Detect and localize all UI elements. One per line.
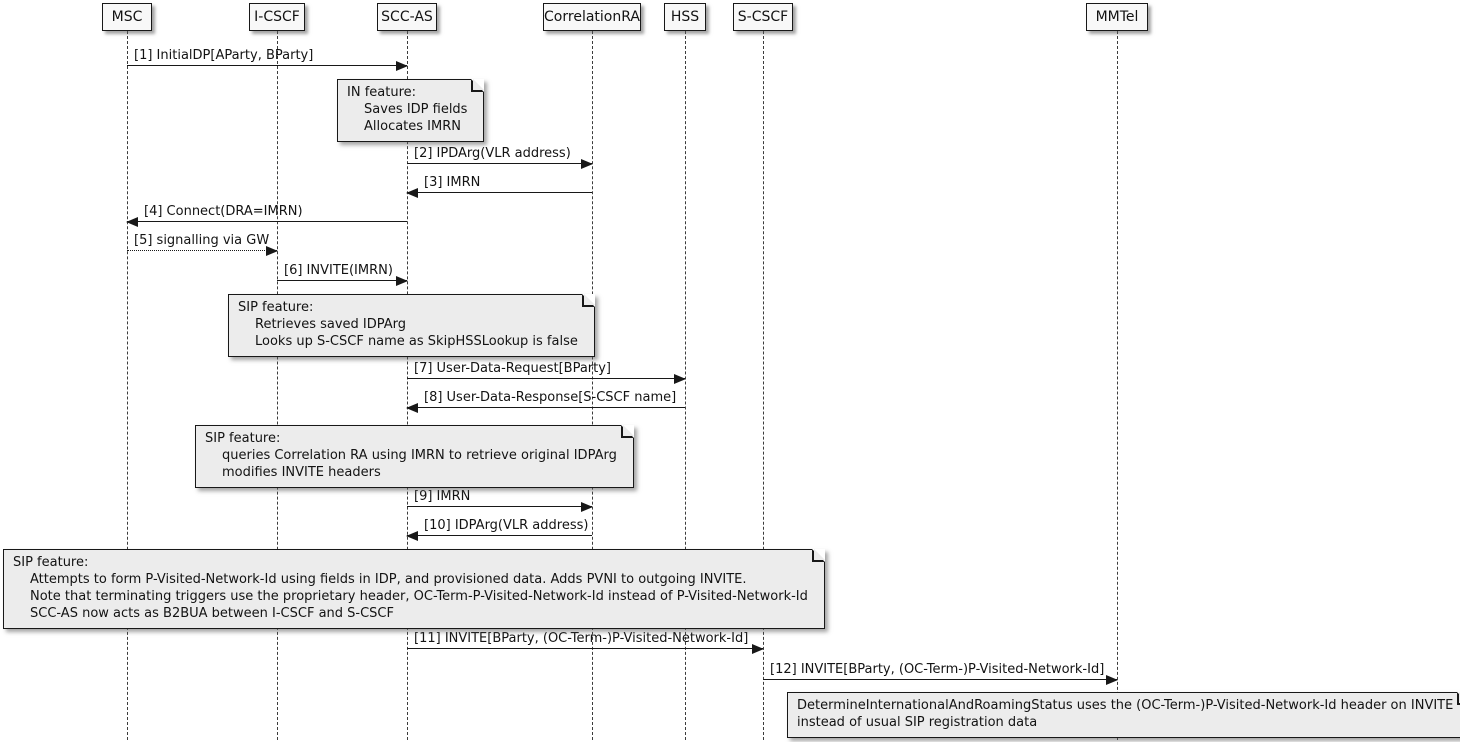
message-3-imrn: [3] IMRN xyxy=(406,172,592,198)
message-12-invite-mmtel: [12] INVITE[BParty, (OC-Term-)P-Visited-… xyxy=(763,659,1118,685)
message-label: [10] IDPArg(VLR address) xyxy=(424,518,589,533)
note-line: Allocates IMRN xyxy=(364,119,461,134)
arrowhead-right-icon xyxy=(674,373,686,384)
lifeline-msc xyxy=(127,31,128,740)
lifeline-s-cscf xyxy=(763,31,764,740)
lifeline-mmtel xyxy=(1117,31,1118,740)
lifeline-i-cscf xyxy=(277,31,278,740)
participant-label: MSC xyxy=(111,9,143,25)
lifeline-hss xyxy=(685,31,686,740)
message-7-user-data-request: [7] User-Data-Request[BParty] xyxy=(407,358,686,384)
message-label: [4] Connect(DRA=IMRN) xyxy=(144,204,303,219)
message-label: [2] IPDArg(VLR address) xyxy=(414,146,571,161)
message-label: [5] signalling via GW xyxy=(134,233,270,248)
arrowhead-right-icon xyxy=(396,275,408,286)
note-line: Attempts to form P-Visited-Network-Id us… xyxy=(30,572,747,587)
note-line: queries Correlation RA using IMRN to ret… xyxy=(222,448,617,463)
participant-label: MMTel xyxy=(1095,9,1139,25)
participant-scc-as: SCC-AS xyxy=(377,3,437,31)
arrowhead-right-icon xyxy=(581,158,593,169)
message-1-initialdp: [1] InitialDP[AParty, BParty] xyxy=(127,45,408,71)
message-8-user-data-response: [8] User-Data-Response[S-CSCF name] xyxy=(406,387,685,413)
message-label: [8] User-Data-Response[S-CSCF name] xyxy=(424,390,677,405)
participant-label: I-CSCF xyxy=(254,9,300,25)
participant-s-cscf: S-CSCF xyxy=(733,3,793,31)
lifeline-scc-as xyxy=(407,31,408,740)
participant-i-cscf: I-CSCF xyxy=(249,3,305,31)
arrowhead-right-icon xyxy=(266,245,278,256)
message-label: [9] IMRN xyxy=(414,489,471,504)
note-line: SIP feature: xyxy=(238,300,314,315)
note-line: Note that terminating triggers use the p… xyxy=(30,589,808,604)
message-6-invite: [6] INVITE(IMRN) xyxy=(277,260,408,286)
note-line: SIP feature: xyxy=(13,555,89,570)
note-line: DetermineInternationalAndRoamingStatus u… xyxy=(797,698,1454,713)
message-4-connect: [4] Connect(DRA=IMRN) xyxy=(126,201,407,227)
message-10-idparg: [10] IDPArg(VLR address) xyxy=(406,515,592,541)
message-5-signalling: [5] signalling via GW xyxy=(127,230,278,256)
note-determine-roaming-status: DetermineInternationalAndRoamingStatus u… xyxy=(787,692,1460,738)
arrowhead-left-icon xyxy=(406,187,418,198)
note-line: Looks up S-CSCF name as SkipHSSLookup is… xyxy=(255,334,578,349)
note-line: Saves IDP fields xyxy=(364,102,468,117)
message-label: [1] InitialDP[AParty, BParty] xyxy=(134,48,314,63)
note-sip-feature-pvni: SIP feature: Attempts to form P-Visited-… xyxy=(3,549,825,629)
arrowhead-left-icon xyxy=(126,216,138,227)
participant-mmtel: MMTel xyxy=(1086,3,1148,31)
message-label: [3] IMRN xyxy=(424,175,481,190)
message-label: [11] INVITE[BParty, (OC-Term-)P-Visited-… xyxy=(414,631,749,646)
message-2-ipdarg: [2] IPDArg(VLR address) xyxy=(407,143,593,169)
note-in-feature: IN feature: Saves IDP fields Allocates I… xyxy=(337,79,485,142)
message-label: [12] INVITE[BParty, (OC-Term-)P-Visited-… xyxy=(770,662,1105,677)
message-label: [7] User-Data-Request[BParty] xyxy=(414,361,611,376)
note-sip-feature-retrieves: SIP feature: Retrieves saved IDPArg Look… xyxy=(228,294,595,357)
note-sip-feature-queries: SIP feature: queries Correlation RA usin… xyxy=(195,425,634,488)
arrowhead-right-icon xyxy=(396,60,408,71)
note-line: SCC-AS now acts as B2BUA between I-CSCF … xyxy=(30,606,394,621)
arrowhead-left-icon xyxy=(406,530,418,541)
participant-label: CorrelationRA xyxy=(544,9,640,25)
note-line: Retrieves saved IDPArg xyxy=(255,317,407,332)
participant-label: S-CSCF xyxy=(737,9,789,25)
note-line: modifies INVITE headers xyxy=(222,465,381,480)
arrowhead-right-icon xyxy=(581,501,593,512)
arrowhead-right-icon xyxy=(752,643,764,654)
participant-msc: MSC xyxy=(102,3,152,31)
arrowhead-right-icon xyxy=(1106,674,1118,685)
participant-correlationra: CorrelationRA xyxy=(543,3,641,31)
note-line: instead of usual SIP registration data xyxy=(797,715,1038,730)
note-line: SIP feature: xyxy=(205,431,281,446)
arrowhead-left-icon xyxy=(406,402,418,413)
lifeline-correlationra xyxy=(592,31,593,740)
message-label: [6] INVITE(IMRN) xyxy=(284,263,393,278)
message-11-invite-scscf: [11] INVITE[BParty, (OC-Term-)P-Visited-… xyxy=(407,628,764,654)
participant-label: HSS xyxy=(670,9,700,25)
note-line: IN feature: xyxy=(347,85,417,100)
participant-label: SCC-AS xyxy=(381,9,433,25)
participant-hss: HSS xyxy=(664,3,706,31)
message-9-imrn: [9] IMRN xyxy=(407,486,593,512)
